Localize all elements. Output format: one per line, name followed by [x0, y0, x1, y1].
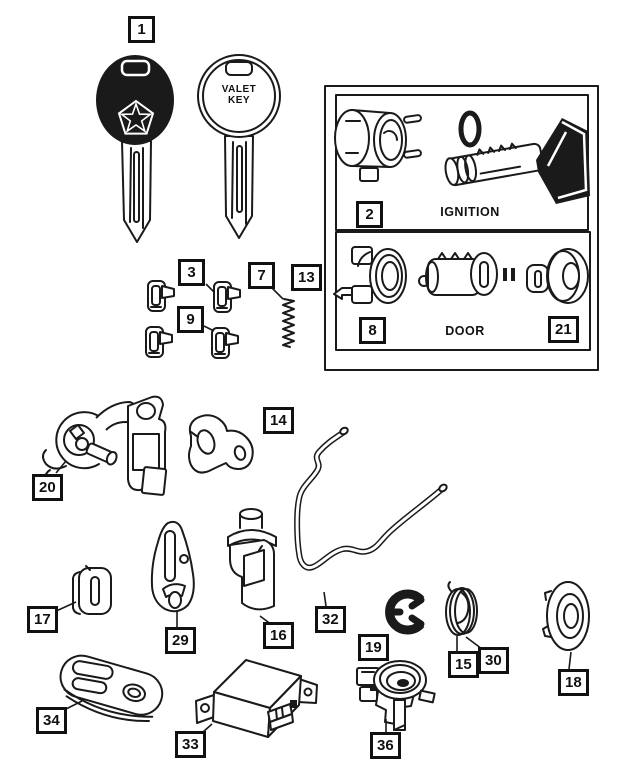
callout-36: 36 — [370, 732, 401, 759]
trunk-lock-assembly — [42, 395, 168, 496]
callout-32: 32 — [315, 606, 346, 633]
pentastar-logo — [117, 99, 155, 135]
ignition-bezel — [536, 118, 590, 204]
callout-9: 9 — [177, 306, 204, 333]
callout-3: 3 — [178, 259, 205, 286]
callout-18: 18 — [558, 669, 589, 696]
callout-7: 7 — [248, 262, 275, 289]
immobilizer-ring — [356, 660, 436, 731]
callout-14: 14 — [263, 407, 294, 434]
door-section-label: DOOR — [445, 324, 485, 338]
leader-lines — [53, 283, 572, 733]
tumbler-spring — [282, 298, 295, 348]
callout-13: 13 — [291, 264, 322, 291]
callout-2: 2 — [356, 201, 383, 228]
callout-1: 1 — [128, 16, 155, 43]
callout-15: 15 — [448, 651, 479, 678]
lever-bracket — [188, 414, 254, 474]
valet-key-text: VALET KEY — [213, 84, 265, 106]
door-lock-grommet — [546, 248, 589, 304]
cam-lever — [150, 520, 195, 613]
switch-pad — [72, 565, 112, 615]
callout-34: 34 — [36, 707, 67, 734]
callout-21: 21 — [548, 316, 579, 343]
callout-19: 19 — [358, 634, 389, 661]
o-ring — [458, 110, 482, 148]
callout-30: 30 — [478, 647, 509, 674]
callout-17: 17 — [27, 606, 58, 633]
ignition-section-label: IGNITION — [440, 205, 500, 219]
valet-key-text-line2: KEY — [227, 95, 251, 106]
master-key — [96, 55, 174, 243]
callout-16: 16 — [263, 622, 294, 649]
valet-key — [197, 54, 281, 239]
door-lock-cylinder — [333, 246, 589, 304]
callout-29: 29 — [165, 627, 196, 654]
keyless-remote — [59, 654, 164, 722]
e-clip — [385, 589, 425, 635]
callout-20: 20 — [32, 474, 63, 501]
lock-bezel — [542, 581, 590, 651]
callout-33: 33 — [175, 731, 206, 758]
valet-key-text-line1: VALET — [221, 84, 257, 95]
linkage-rod — [294, 426, 448, 571]
control-module — [195, 659, 318, 738]
coil-spring — [445, 581, 478, 636]
ignition-lock-cylinder — [334, 109, 590, 204]
callout-8: 8 — [359, 317, 386, 344]
lock-shield — [227, 508, 277, 611]
